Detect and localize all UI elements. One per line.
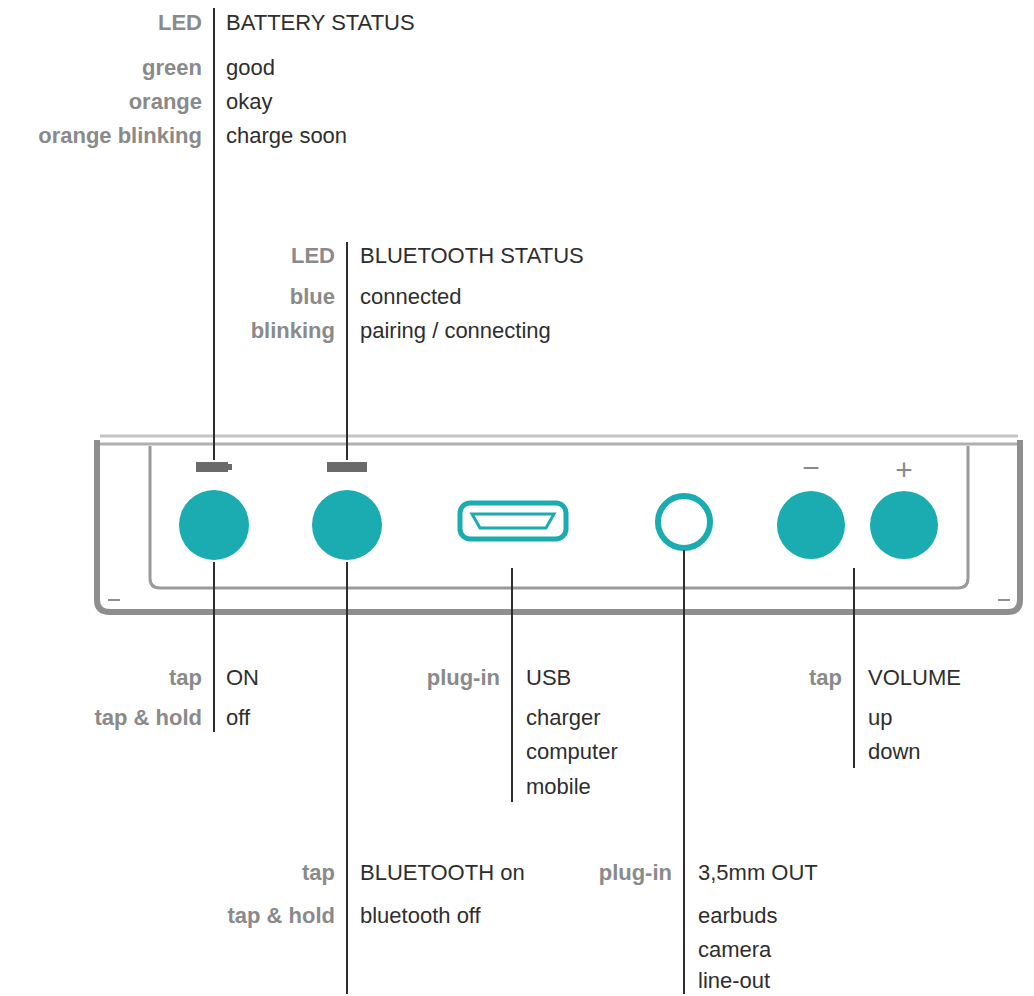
description-label: charger (526, 705, 601, 731)
description-label: BATTERY STATUS (226, 10, 415, 36)
description-label: USB (526, 665, 571, 691)
action-label: blinking (251, 318, 335, 344)
action-label: LED (158, 10, 202, 36)
action-label: green (142, 55, 202, 81)
leader-line (213, 562, 215, 732)
housing (96, 436, 1022, 612)
volume-up-button (870, 491, 938, 559)
lid-edge (100, 435, 1018, 438)
action-label: tap (302, 860, 335, 886)
description-label: camera (698, 937, 771, 963)
leader-line (213, 8, 215, 460)
inner-panel (150, 446, 968, 588)
description-label: computer (526, 739, 618, 765)
volume-down-button (777, 491, 845, 559)
usb-port (460, 503, 566, 539)
action-label: orange blinking (38, 123, 202, 149)
description-label: off (226, 705, 250, 731)
action-label: plug-in (427, 665, 500, 691)
description-label: okay (226, 89, 272, 115)
leader-lines (214, 8, 854, 994)
controls (179, 490, 938, 560)
battery-led-nub (228, 464, 232, 470)
leader-line (346, 562, 348, 994)
description-label: connected (360, 284, 462, 310)
housing-outline (97, 440, 1020, 612)
bluetooth-button (312, 490, 382, 560)
battery-led (196, 462, 228, 472)
description-label: charge soon (226, 123, 347, 149)
action-label: tap & hold (94, 705, 202, 731)
audio-jack (658, 496, 710, 548)
action-label: orange (129, 89, 202, 115)
description-label: good (226, 55, 275, 81)
description-label: mobile (526, 774, 591, 800)
leader-line (683, 550, 685, 994)
lid-edge (96, 443, 1022, 446)
action-label: plug-in (599, 860, 672, 886)
description-label: VOLUME (868, 665, 961, 691)
description-label: earbuds (698, 903, 778, 929)
usb-port-inner (472, 514, 554, 528)
action-label: LED (291, 243, 335, 269)
description-label: BLUETOOTH STATUS (360, 243, 584, 269)
leader-line (511, 568, 513, 802)
action-label: blue (290, 284, 335, 310)
description-label: 3,5mm OUT (698, 860, 818, 886)
power-button (179, 490, 249, 560)
description-label: line-out (698, 968, 770, 994)
bluetooth-led (327, 462, 367, 472)
description-label: up (868, 705, 892, 731)
action-label: tap (169, 665, 202, 691)
volume-symbol: − (802, 453, 820, 483)
volume-symbol: + (895, 455, 913, 485)
description-label: pairing / connecting (360, 318, 551, 344)
leader-line (853, 568, 855, 768)
description-label: ON (226, 665, 259, 691)
action-label: tap (809, 665, 842, 691)
leader-line (346, 242, 348, 460)
action-label: tap & hold (227, 903, 335, 929)
description-label: bluetooth off (360, 903, 481, 929)
description-label: BLUETOOTH on (360, 860, 525, 886)
leds (196, 462, 367, 472)
description-label: down (868, 739, 921, 765)
housing-detail (108, 599, 1010, 601)
